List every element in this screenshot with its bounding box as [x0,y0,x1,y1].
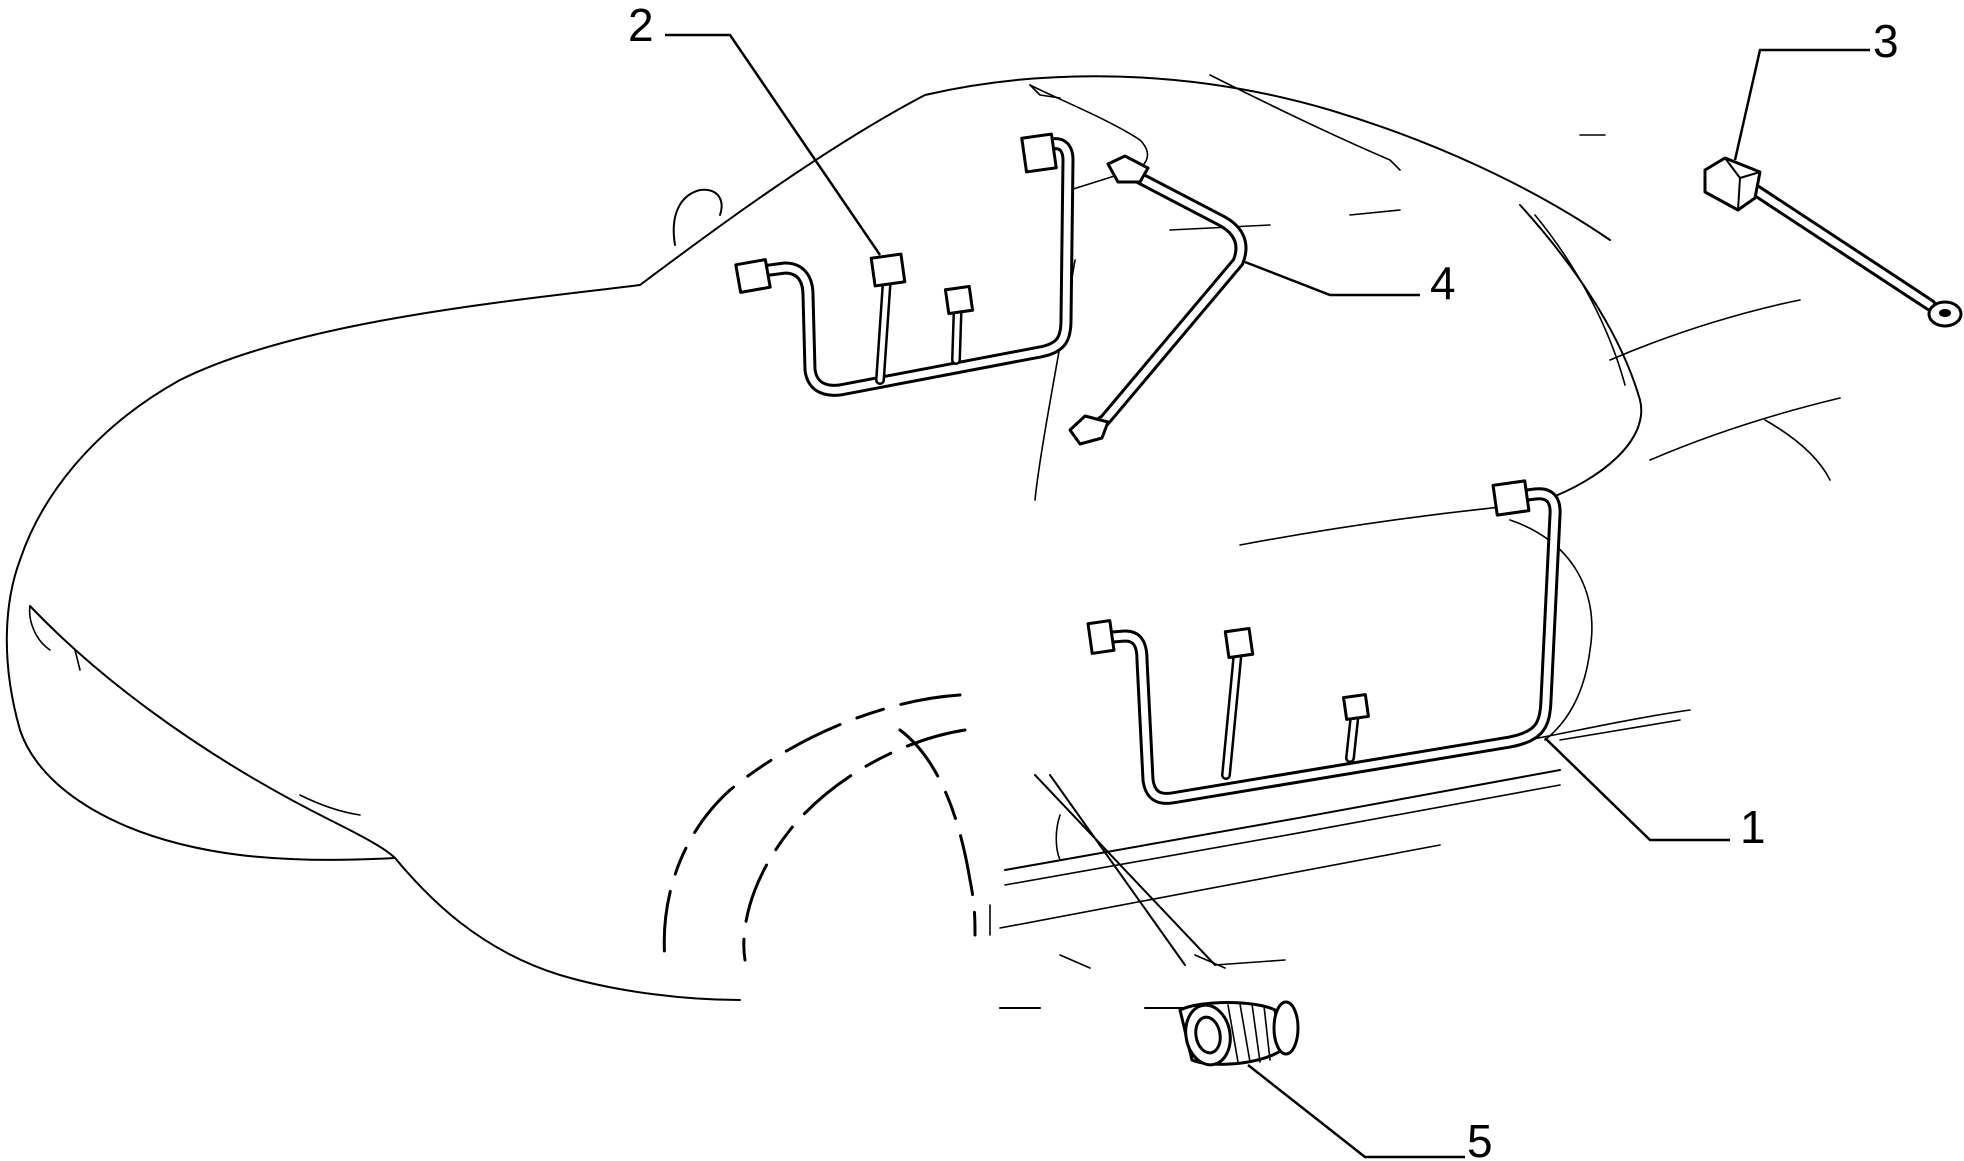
leader-4 [1244,260,1420,297]
leader-1 [1544,737,1730,842]
leader-2 [665,33,882,256]
part-3-ground-lead [1703,156,1963,328]
leader-5 [1247,1064,1465,1159]
callout-number-5: 5 [1467,1115,1493,1161]
callout-number-1: 1 [1740,801,1766,853]
callout-leaders [665,33,1870,1159]
part-5-cable-grommet [1178,1000,1300,1067]
callout-number-3: 3 [1873,15,1899,67]
leader-3 [1733,48,1870,161]
part-1-door-wiring-harness [1086,479,1562,805]
callout-number-2: 2 [628,0,654,51]
callout-number-4: 4 [1430,257,1456,309]
part-4-jumper-cable [1068,154,1248,446]
car-outline [5,74,1841,1009]
part-2-door-wiring-harness [734,132,1075,397]
